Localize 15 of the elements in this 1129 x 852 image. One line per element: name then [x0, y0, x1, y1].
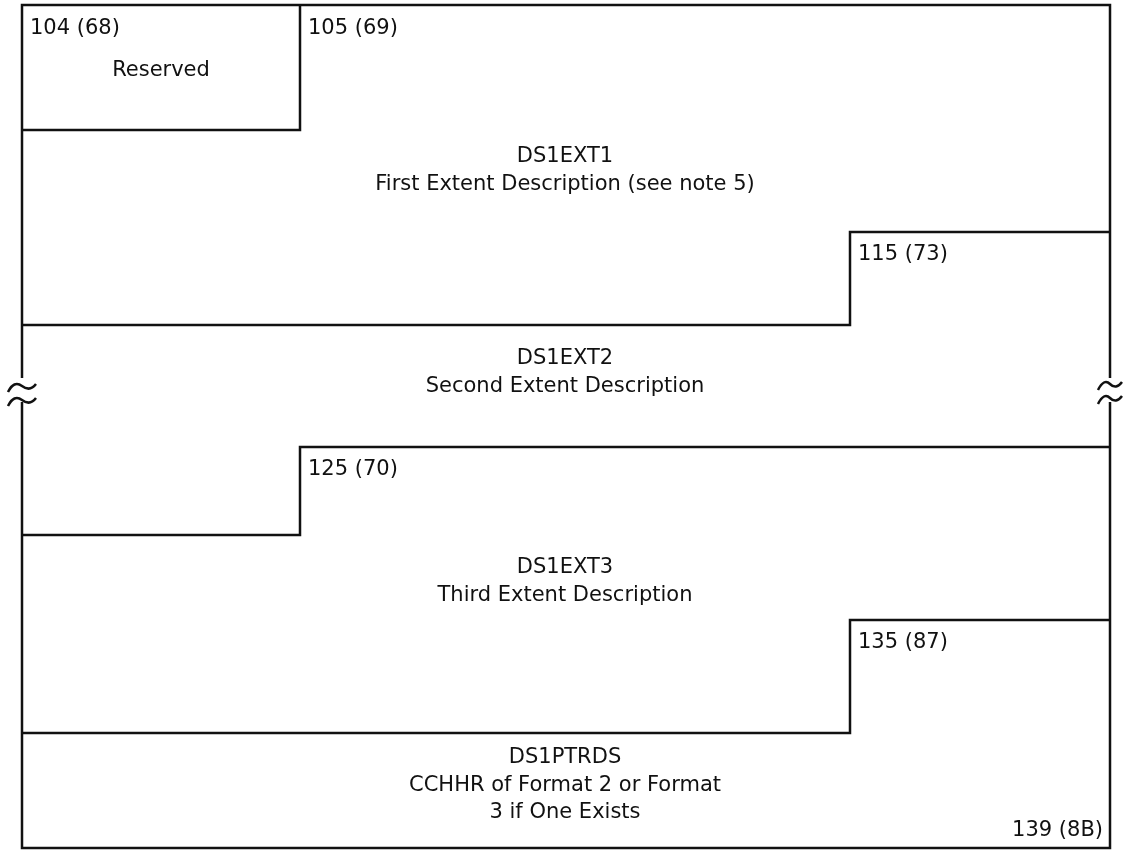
field-description: First Extent Description (see note 5) [374, 170, 756, 197]
offset-label: 135 (87) [858, 628, 949, 655]
offset-label: 104 (68) [30, 14, 121, 41]
offset-label: 139 (8B) [1012, 816, 1103, 843]
field-description: Second Extent Description [424, 372, 706, 399]
field-name: DS1EXT3 [515, 553, 615, 580]
field-name: Reserved [111, 56, 211, 83]
field-name: DS1EXT2 [515, 344, 615, 371]
field-description: Third Extent Description [436, 581, 694, 608]
field-name: DS1EXT1 [515, 142, 615, 169]
field-name: DS1PTRDS [507, 743, 623, 770]
offset-label: 115 (73) [858, 240, 949, 267]
offset-label: 125 (70) [308, 455, 399, 482]
offset-label: 105 (69) [308, 14, 399, 41]
field-description: CCHHR of Format 2 or Format 3 if One Exists [408, 771, 722, 825]
